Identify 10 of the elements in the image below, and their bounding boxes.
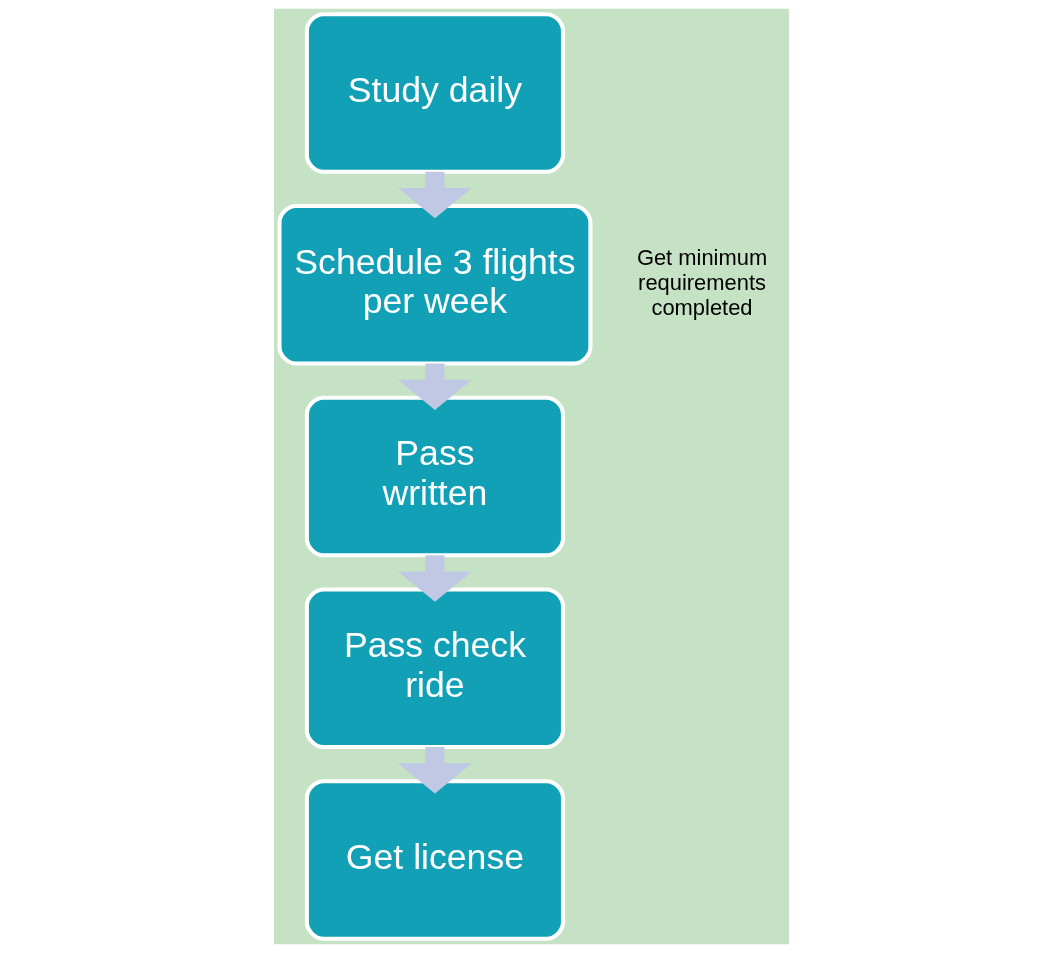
node-box: Study daily <box>304 12 566 174</box>
node-box: Pass check ride <box>304 587 566 750</box>
node-box: Schedule 3 flights per week <box>277 203 593 366</box>
arrow <box>397 363 472 410</box>
arrow <box>397 555 472 602</box>
node-box: Get license <box>304 779 566 941</box>
arrow <box>397 747 472 794</box>
node-box: Pass written <box>304 395 566 558</box>
arrow <box>397 171 472 219</box>
node-label: Get minimum requirements completed <box>636 245 768 320</box>
